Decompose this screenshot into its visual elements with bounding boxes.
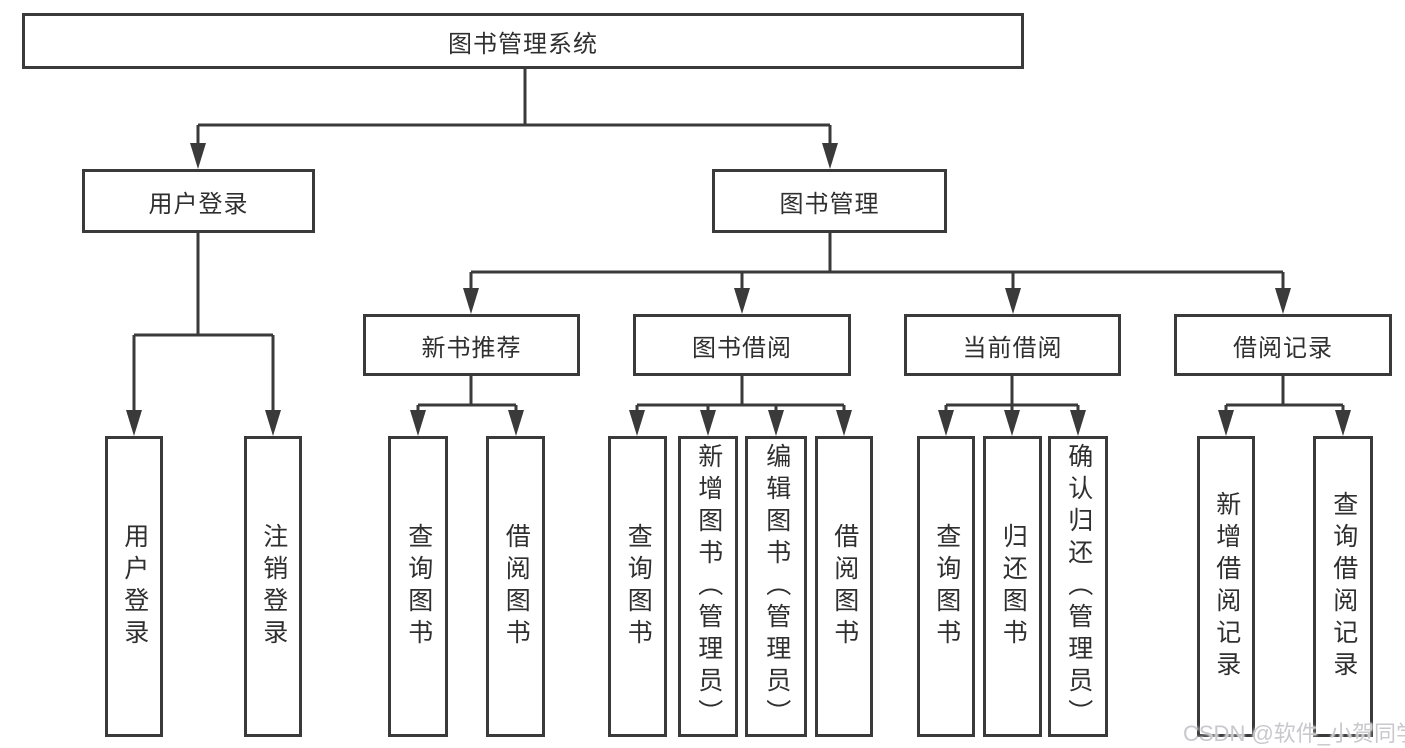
leaf-label: 新增借阅记录 [1212, 490, 1241, 683]
leaf-label: 确认归还（管理员） [1064, 442, 1093, 731]
leaf-label: 用户登录 [120, 522, 149, 651]
leaf-borrow-books: 借阅图书 [815, 436, 873, 737]
leaf-label: 注销登录 [259, 522, 288, 651]
node-new-book-recommend: 新书推荐 [363, 314, 580, 376]
arrowhead-icon [629, 410, 645, 436]
node-book-management: 图书管理 [712, 169, 947, 233]
arrowhead-icon [126, 410, 142, 436]
leaf-query-borrow-record: 查询借阅记录 [1313, 436, 1373, 737]
leaf-query-books-recommend: 查询图书 [388, 436, 448, 737]
leaf-query-books-current: 查询图书 [917, 436, 975, 737]
arrowhead-icon [265, 410, 281, 436]
arrowhead-icon [1070, 410, 1086, 436]
arrowhead-icon [190, 143, 206, 169]
arrowhead-icon [410, 410, 426, 436]
leaf-return-books: 归还图书 [983, 436, 1042, 737]
arrowhead-icon [700, 410, 716, 436]
leaf-label: 编辑图书（管理员） [762, 442, 791, 731]
leaf-query-books-borrowing: 查询图书 [608, 436, 667, 737]
arrowhead-icon [463, 288, 479, 314]
leaf-edit-books-admin: 编辑图书（管理员） [745, 436, 807, 737]
leaf-label: 查询图书 [404, 522, 433, 651]
arrowhead-icon [768, 410, 784, 436]
arrowhead-icon [836, 410, 852, 436]
arrowhead-icon [822, 143, 838, 169]
node-borrowing-records: 借阅记录 [1174, 314, 1392, 376]
leaf-label: 借阅图书 [830, 522, 859, 651]
leaf-label: 借阅图书 [502, 522, 531, 651]
leaf-label: 查询图书 [932, 522, 961, 651]
arrowhead-icons [126, 143, 1351, 436]
leaf-user-login: 用户登录 [105, 436, 163, 737]
leaf-label: 新增图书（管理员） [694, 442, 723, 731]
leaf-label: 查询借阅记录 [1329, 490, 1358, 683]
arrowhead-icon [734, 288, 750, 314]
leaf-label: 查询图书 [624, 522, 653, 651]
arrowhead-icon [1004, 410, 1020, 436]
leaf-add-books-admin: 新增图书（管理员） [678, 436, 738, 737]
connector-shafts [132, 69, 1345, 414]
node-current-borrowing: 当前借阅 [904, 314, 1121, 376]
leaf-borrow-books-recommend: 借阅图书 [486, 436, 545, 737]
node-book-borrowing: 图书借阅 [633, 314, 851, 376]
arrowhead-icon [1218, 410, 1234, 436]
leaf-logout: 注销登录 [244, 436, 302, 737]
arrowhead-icon [938, 410, 954, 436]
arrowhead-icon [1335, 410, 1351, 436]
leaf-label: 归还图书 [999, 522, 1028, 651]
leaf-add-borrow-record: 新增借阅记录 [1197, 436, 1255, 737]
node-library-system: 图书管理系统 [22, 13, 1024, 69]
arrowhead-icon [1005, 288, 1021, 314]
arrowhead-icon [1275, 288, 1291, 314]
arrowhead-icon [508, 410, 524, 436]
leaf-confirm-return-admin: 确认归还（管理员） [1048, 436, 1108, 737]
node-user-login: 用户登录 [82, 169, 315, 233]
